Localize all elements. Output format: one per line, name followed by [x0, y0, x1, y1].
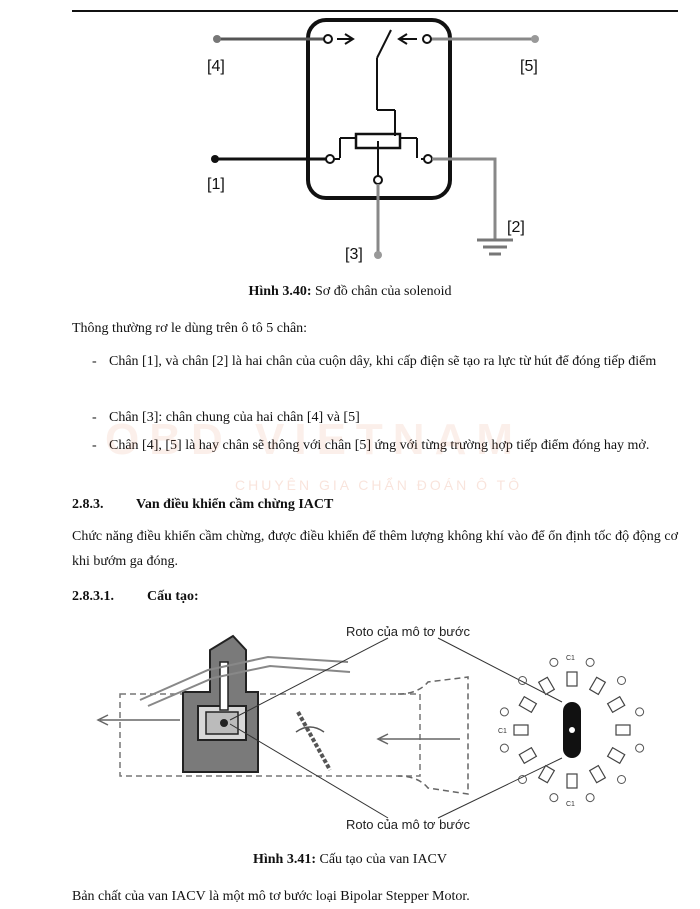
figure-341-caption: Hình 3.41: Cấu tạo của van IACV [0, 852, 700, 868]
last-line: Bản chất của van IACV là một mô tơ bước … [72, 889, 470, 904]
coil-c1-top-label: C1 [566, 655, 575, 662]
section-2831-number: 2.8.3.1. [72, 589, 114, 604]
pin-2-label: [2] [507, 219, 525, 236]
bullet-text: Chân [1], và chân [2] là hai chân của cu… [109, 354, 657, 369]
rotor-label-top: Roto của mô tơ bước [346, 624, 471, 639]
pin-4-label: [4] [207, 58, 225, 75]
rotor-label-bottom: Roto của mô tơ bước [346, 817, 471, 832]
iacv-structure-diagram: C1 C1 C1 Roto của mô tơ bước Roto của mô… [96, 624, 645, 832]
figure-340-caption: Hình 3.40: Sơ đồ chân của solenoid [0, 284, 700, 300]
pin-3-label: [3] [345, 246, 363, 263]
section-2831-heading: 2.8.3.1. Cấu tạo: [72, 589, 199, 605]
section-283-heading: 2.8.3. Van điều khiển cầm chừng IACT [72, 497, 333, 513]
bullet-text: Chân [3]: chân chung của hai chân [4] và… [109, 410, 360, 425]
bullet-text: Chân [4], [5] là hay chân sẽ thông với c… [109, 438, 650, 453]
section-283-title: Van điều khiển cầm chừng IACT [136, 497, 334, 512]
section-283-number: 2.8.3. [72, 497, 104, 512]
watermark-subtitle: CHUYÊN GIA CHẨN ĐOÁN Ô TÔ [235, 477, 523, 493]
figure-341-caption-label: Hình 3.41: [252, 852, 316, 867]
figure-341-caption-text: Cấu tạo của van IACV [315, 852, 448, 867]
coil-c1-left-label: C1 [498, 728, 507, 735]
figure-340-caption-label: Hình 3.40: [248, 284, 312, 299]
bullet-dash: - [92, 354, 97, 369]
bullet-item: - Chân [4], [5] là hay chân sẽ thông với… [92, 433, 678, 458]
section-283-body: Chức năng điều khiển cầm chừng, được điề… [72, 529, 678, 569]
solenoid-pin-diagram: [4] [5] [1] [2] [3] [207, 18, 539, 263]
bullet-item: - Chân [3]: chân chung của hai chân [4] … [92, 405, 678, 430]
bullet-dash: - [92, 438, 97, 453]
pin-5-label: [5] [520, 58, 538, 75]
intro-text: Thông thường rơ le dùng trên ô tô 5 chân… [72, 321, 308, 336]
bullet-item: - Chân [1], và chân [2] là hai chân của … [92, 349, 678, 374]
section-2831-title: Cấu tạo: [147, 589, 199, 604]
top-rule [72, 10, 678, 12]
coil-c1-bottom-label: C1 [566, 801, 575, 808]
figure-340-caption-text: Sơ đồ chân của solenoid [311, 284, 452, 299]
pin-1-label: [1] [207, 176, 225, 193]
bullet-dash: - [92, 410, 97, 425]
